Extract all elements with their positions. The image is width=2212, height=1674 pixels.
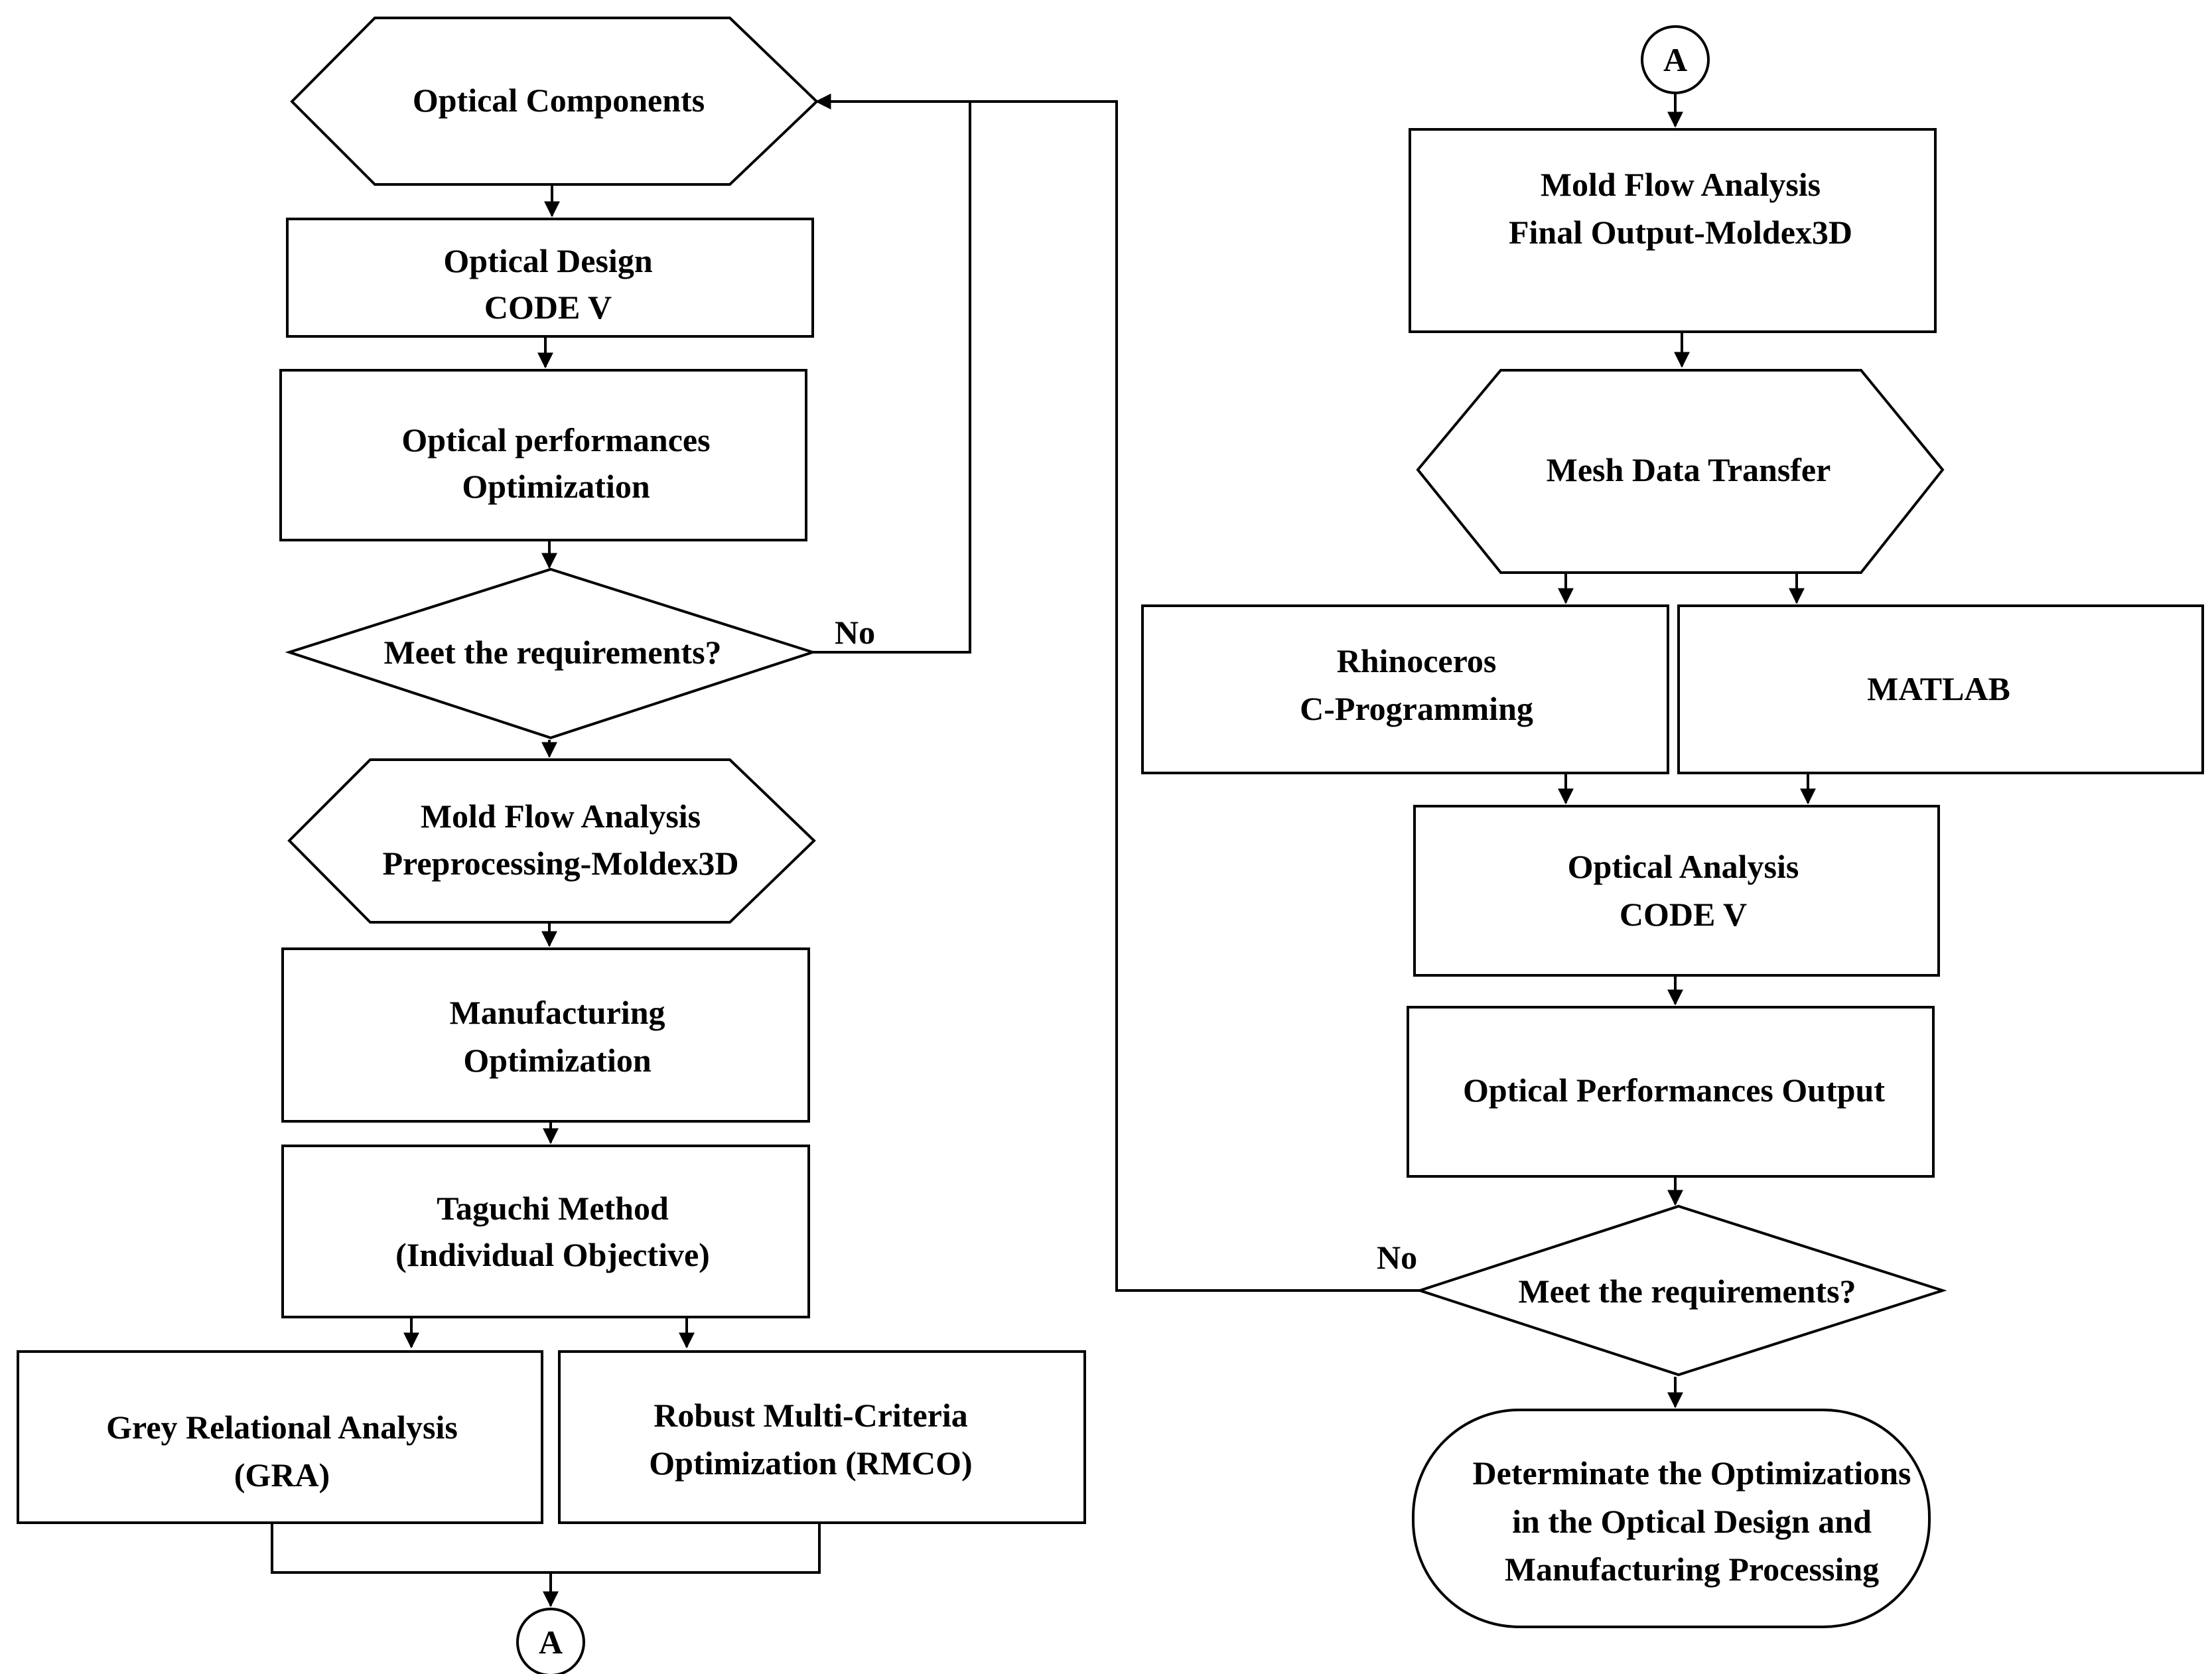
node-label: Mold Flow Analysis <box>1541 166 1821 203</box>
node-label: Manufacturing <box>450 994 665 1031</box>
node-optical-components: Optical Components <box>290 17 819 186</box>
connector-a-top: A <box>1641 25 1710 94</box>
node-label: Optical performances <box>401 421 710 458</box>
node-manufacturing-optimization: Manufacturing Optimization <box>281 947 810 1123</box>
node-label: Grey Relational Analysis <box>106 1409 458 1446</box>
node-label: Optical Analysis <box>1568 848 1799 885</box>
node-label: Taguchi Method <box>437 1190 669 1227</box>
node-mold-flow-final: Mold Flow Analysis Final Output-Moldex3D <box>1409 128 1937 333</box>
edge-no-loop-1 <box>813 94 971 654</box>
node-taguchi-method: Taguchi Method (Individual Objective) <box>281 1145 810 1318</box>
node-label: Robust Multi-Criteria <box>654 1397 968 1434</box>
edges <box>271 91 1816 1608</box>
node-label: A <box>539 1624 563 1661</box>
node-label: Meet the requirements? <box>383 634 721 671</box>
node-optical-design: Optical Design CODE V <box>286 218 814 338</box>
node-optical-analysis: Optical Analysis CODE V <box>1413 805 1940 977</box>
node-label: A <box>1663 41 1687 78</box>
node-label: Optimization <box>463 1042 652 1079</box>
node-label: Meet the requirements? <box>1518 1273 1856 1310</box>
node-optical-performances-output: Optical Performances Output <box>1407 1006 1935 1178</box>
node-label: Rhinoceros <box>1337 642 1497 679</box>
edge-label-no-1: No <box>835 614 875 651</box>
node-rmco: Robust Multi-Criteria Optimization (RMCO… <box>558 1350 1086 1524</box>
node-determinate: Determinate the Optimizations in the Opt… <box>1412 1409 1931 1628</box>
node-label: in the Optical Design and <box>1512 1503 1872 1540</box>
edge-no-loop-2 <box>970 100 1420 1292</box>
node-label: (Individual Objective) <box>395 1236 710 1273</box>
node-label: Determinate the Optimizations <box>1473 1454 1911 1492</box>
node-label: Mesh Data Transfer <box>1547 451 1831 488</box>
node-rhinoceros: Rhinoceros C-Programming <box>1141 604 1669 774</box>
node-meet-requirements-2: Meet the requirements? <box>1415 1204 1947 1377</box>
node-label: Optimization (RMCO) <box>649 1444 972 1482</box>
node-mold-flow-preprocessing: Mold Flow Analysis Preprocessing-Moldex3… <box>287 758 816 924</box>
node-gra: Grey Relational Analysis (GRA) <box>17 1350 543 1524</box>
node-mesh-data-transfer: Mesh Data Transfer <box>1416 369 1945 574</box>
node-label: Final Output-Moldex3D <box>1509 214 1852 251</box>
node-label: Mold Flow Analysis <box>421 798 701 835</box>
node-label: (GRA) <box>234 1456 330 1494</box>
node-label: Optical Components <box>413 82 705 119</box>
edge-gra-rmco-merge <box>271 1523 821 1574</box>
node-label: Optical Design <box>443 242 652 279</box>
node-label: Optimization <box>462 468 650 505</box>
node-label: Optical Performances Output <box>1463 1072 1885 1109</box>
connector-a-bottom: A <box>516 1608 585 1674</box>
node-matlab: MATLAB <box>1677 604 2204 774</box>
node-label: Preprocessing-Moldex3D <box>383 845 739 882</box>
node-label: Manufacturing Processing <box>1505 1551 1879 1588</box>
node-label: CODE V <box>1620 896 1747 933</box>
node-label: MATLAB <box>1867 670 2010 707</box>
node-meet-requirements-1: Meet the requirements? <box>285 567 817 740</box>
node-label: C-Programming <box>1300 690 1533 727</box>
edge-label-no-2: No <box>1377 1239 1417 1276</box>
node-optical-performances-optimization: Optical performances Optimization <box>279 369 807 541</box>
node-label: CODE V <box>484 289 612 326</box>
